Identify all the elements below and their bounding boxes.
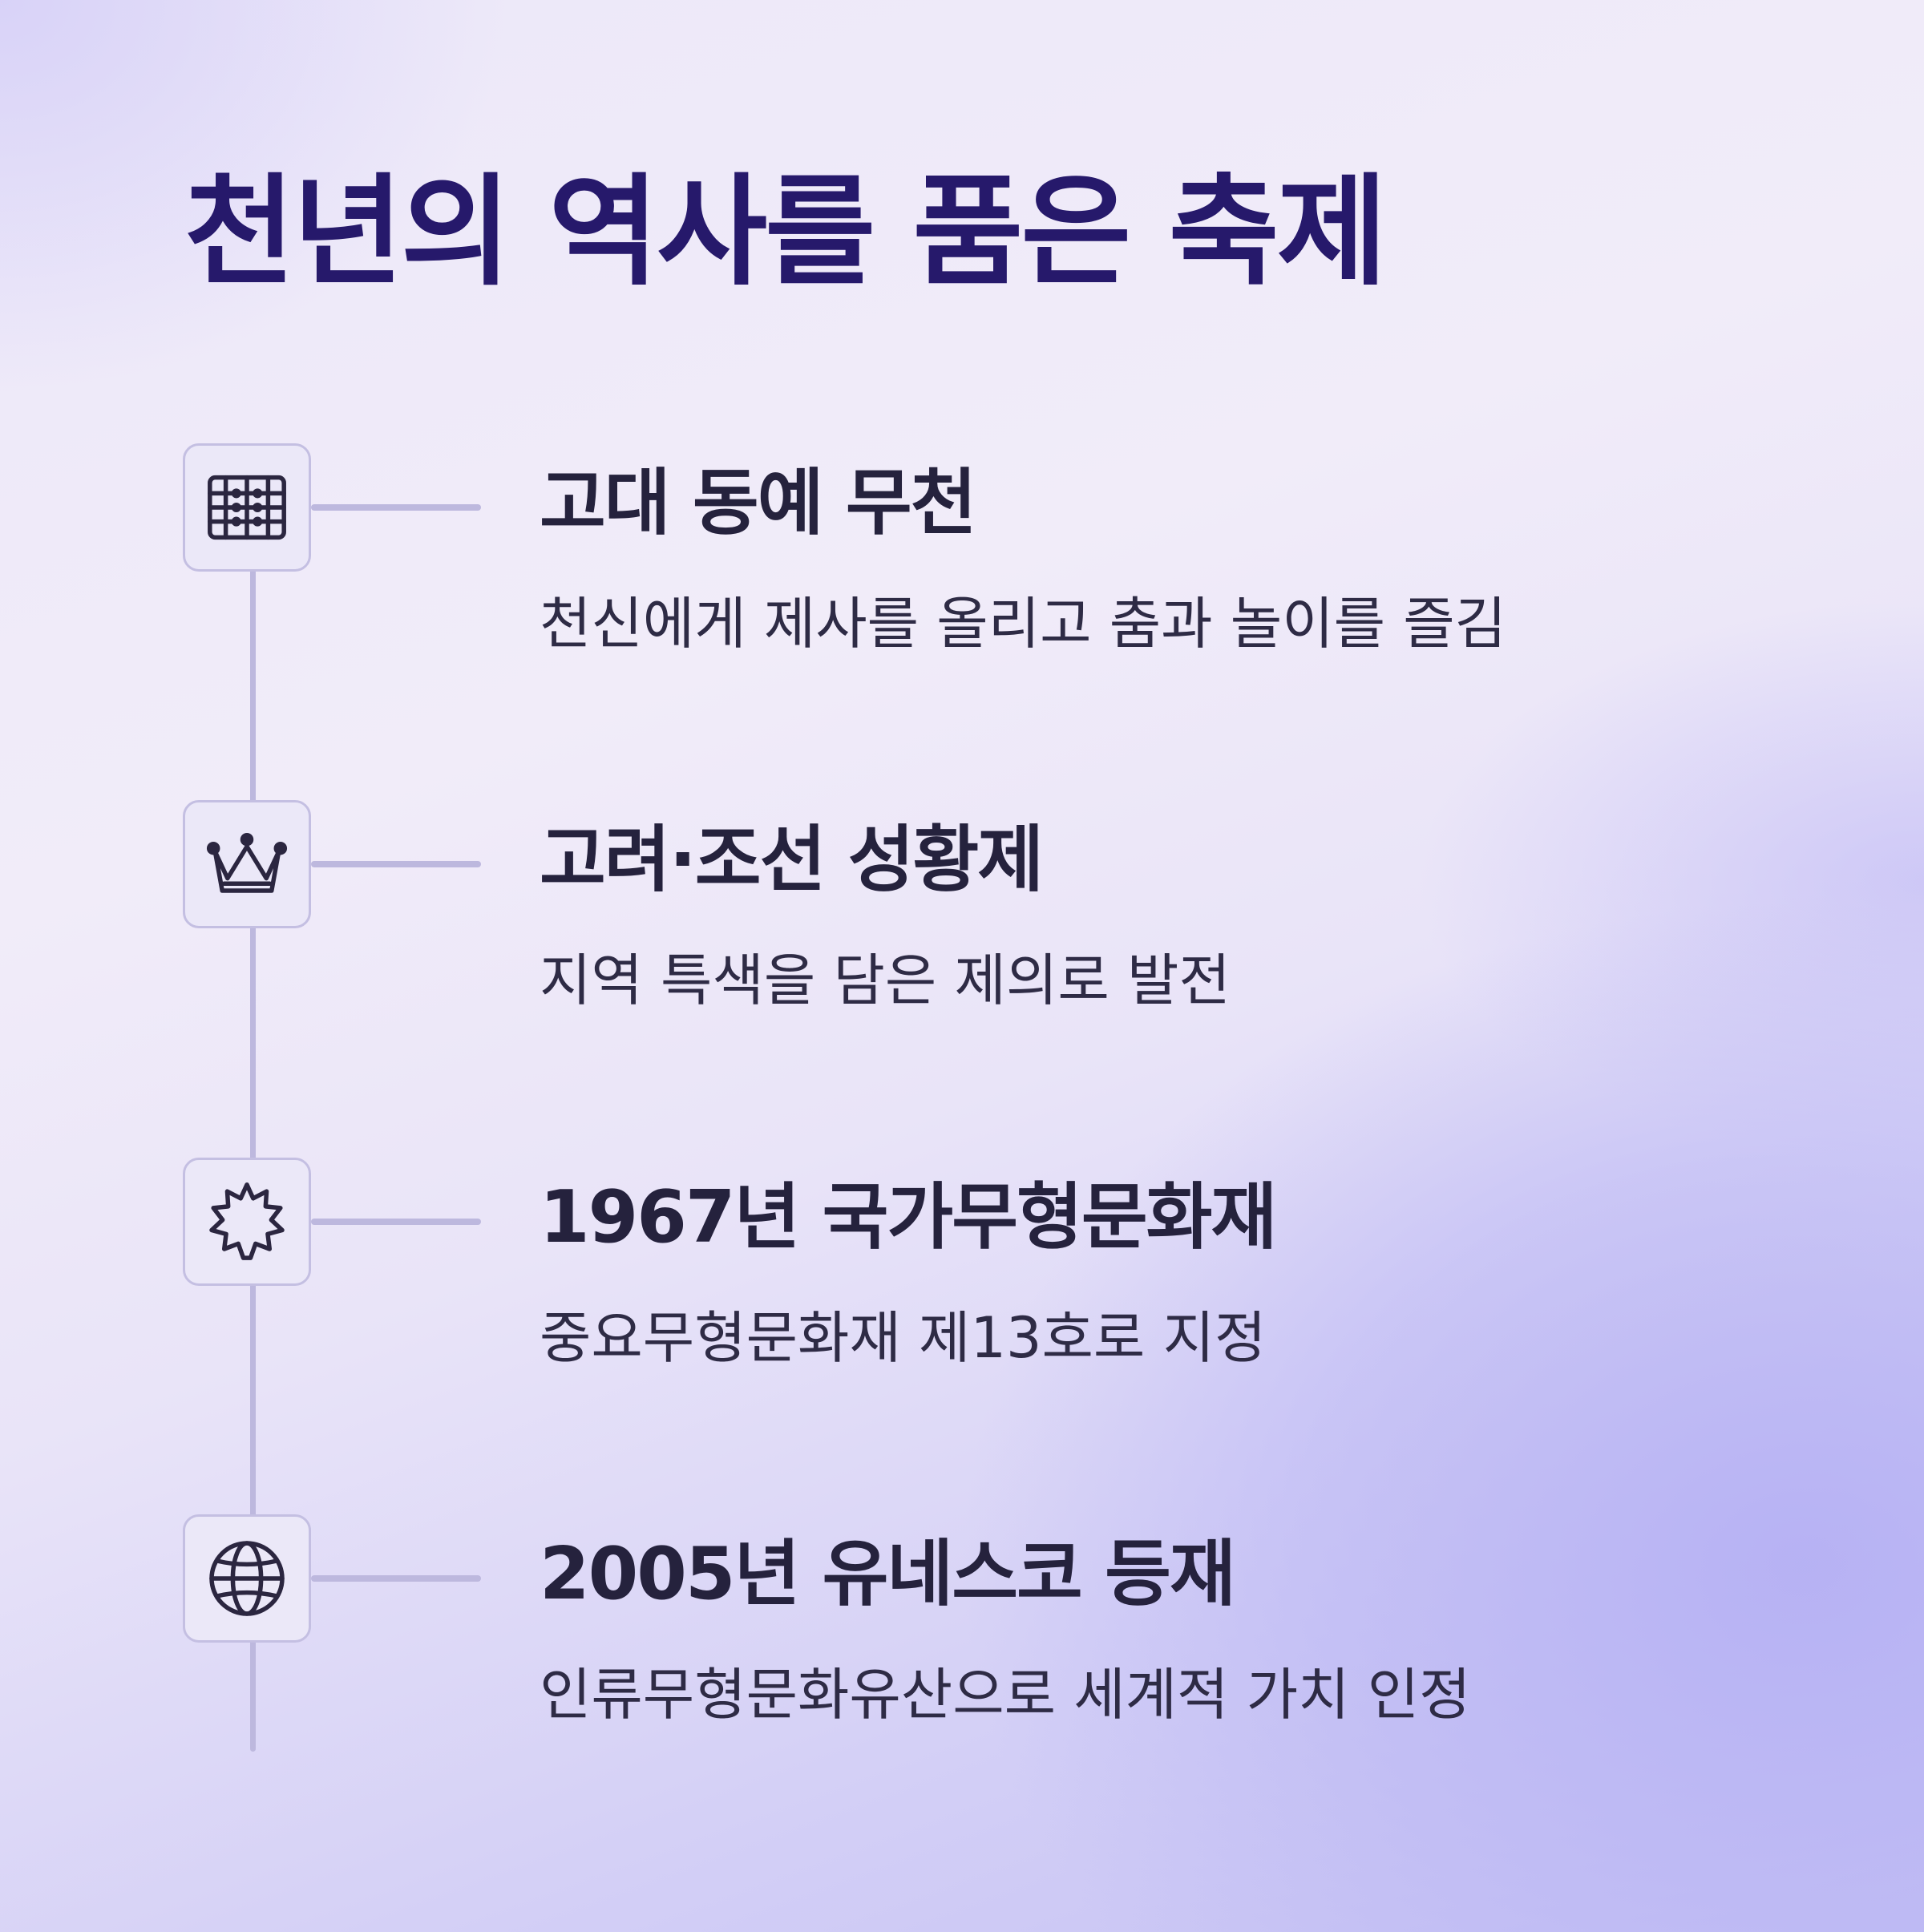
timeline-heading: 고대 동예 무천 [540, 461, 976, 545]
timeline-item-ancient: 고대 동예 무천 천신에게 제사를 올리고 춤과 놀이를 즐김 [183, 443, 1866, 652]
abacus-icon [208, 475, 286, 540]
icon-box [183, 1514, 311, 1643]
timeline-heading: 2005년 유네스코 등재 [540, 1532, 1236, 1616]
crown-icon [206, 832, 288, 893]
connector-line [311, 1575, 481, 1582]
timeline-description: 인류무형문화유산으로 세계적 가치 인정 [540, 1662, 1471, 1728]
timeline-heading: 고려·조선 성황제 [540, 818, 1044, 902]
page-title: 천년의 역사를 품은 축제 [184, 163, 1388, 302]
timeline-item-2005: 2005년 유네스코 등재 인류무형문화유산으로 세계적 가치 인정 [183, 1514, 1866, 1723]
globe-icon [209, 1541, 285, 1616]
icon-box [183, 1158, 311, 1286]
badge-icon [209, 1182, 285, 1260]
connector-line [311, 861, 481, 867]
timeline-heading: 1967년 국가무형문화재 [540, 1175, 1277, 1259]
connector-line [311, 504, 481, 511]
icon-box [183, 800, 311, 928]
timeline-description: 중요무형문화재 제13호로 지정 [540, 1305, 1267, 1371]
timeline-item-goryeo-joseon: 고려·조선 성황제 지역 특색을 담은 제의로 발전 [183, 800, 1866, 1008]
connector-line [311, 1219, 481, 1225]
timeline-item-1967: 1967년 국가무형문화재 중요무형문화재 제13호로 지정 [183, 1158, 1866, 1366]
icon-box [183, 443, 311, 572]
timeline-description: 지역 특색을 담은 제의로 발전 [540, 948, 1231, 1013]
timeline-description: 천신에게 제사를 올리고 춤과 놀이를 즐김 [540, 591, 1507, 657]
